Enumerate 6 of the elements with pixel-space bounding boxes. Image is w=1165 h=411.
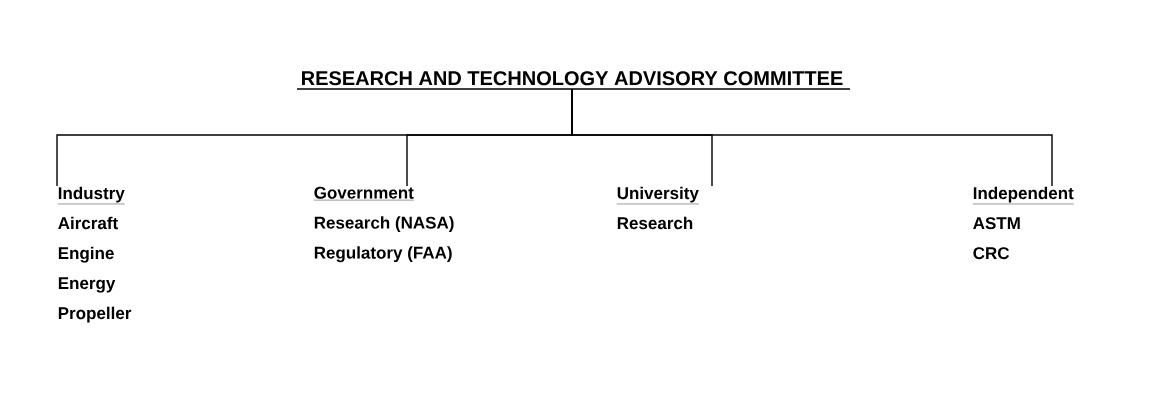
connector-line <box>571 88 1053 187</box>
category-text: Industry Aircraft Engine Energy Propeller <box>57 186 132 323</box>
category-text: Government Research (NASA) Regulatory (FAA) <box>313 186 454 263</box>
title-text: RESEARCH AND TECHNOLOGY ADVISORY COMMITTEE <box>302 71 843 86</box>
category-text: University Research <box>616 186 700 230</box>
category-text: Independent ASTM CRC <box>972 186 1074 260</box>
